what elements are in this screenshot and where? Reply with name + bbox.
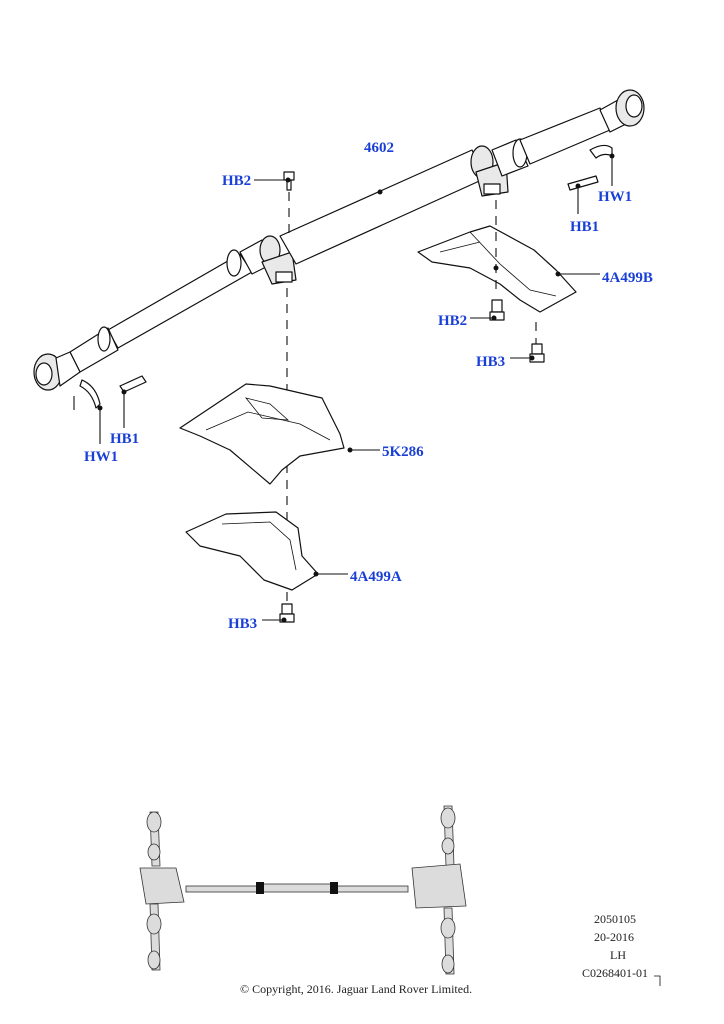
hardware-rear-right <box>567 144 615 214</box>
corner-mark <box>654 975 661 986</box>
label-bracket-rear: 4A499B <box>602 270 653 286</box>
label-hb3-bottom: HB3 <box>228 616 257 632</box>
front-bracket <box>185 511 348 591</box>
label-heat-shield: 5K286 <box>382 444 424 460</box>
label-hb2-top: HB2 <box>222 173 251 189</box>
driveline-locator-thumbnail <box>139 805 467 975</box>
label-hw1-right: HW1 <box>598 189 632 205</box>
meta-line-4: C0268401-01 <box>582 966 648 980</box>
heat-shield <box>179 383 380 485</box>
rear-bracket <box>417 200 600 313</box>
label-hw1-left: HW1 <box>84 449 118 465</box>
label-hb1-left: HB1 <box>110 431 139 447</box>
label-hb3-mid: HB3 <box>476 354 505 370</box>
meta-line-2: 20-2016 <box>594 930 634 944</box>
bolt-hb3-mid <box>510 322 545 363</box>
hardware-front-left <box>73 375 147 444</box>
label-hb2-mid: HB2 <box>438 313 467 329</box>
copyright: © Copyright, 2016. Jaguar Land Rover Lim… <box>240 982 472 996</box>
propeller-shaft <box>33 89 645 391</box>
label-bracket-front: 4A499A <box>350 569 402 585</box>
bolt-hb2-mid <box>470 299 505 321</box>
label-shaft: 4602 <box>364 140 394 156</box>
meta-line-3: LH <box>610 948 626 962</box>
bolt-hb3-bottom <box>262 603 295 623</box>
meta-line-1: 2050105 <box>594 912 636 926</box>
label-hb1-right: HB1 <box>570 219 599 235</box>
